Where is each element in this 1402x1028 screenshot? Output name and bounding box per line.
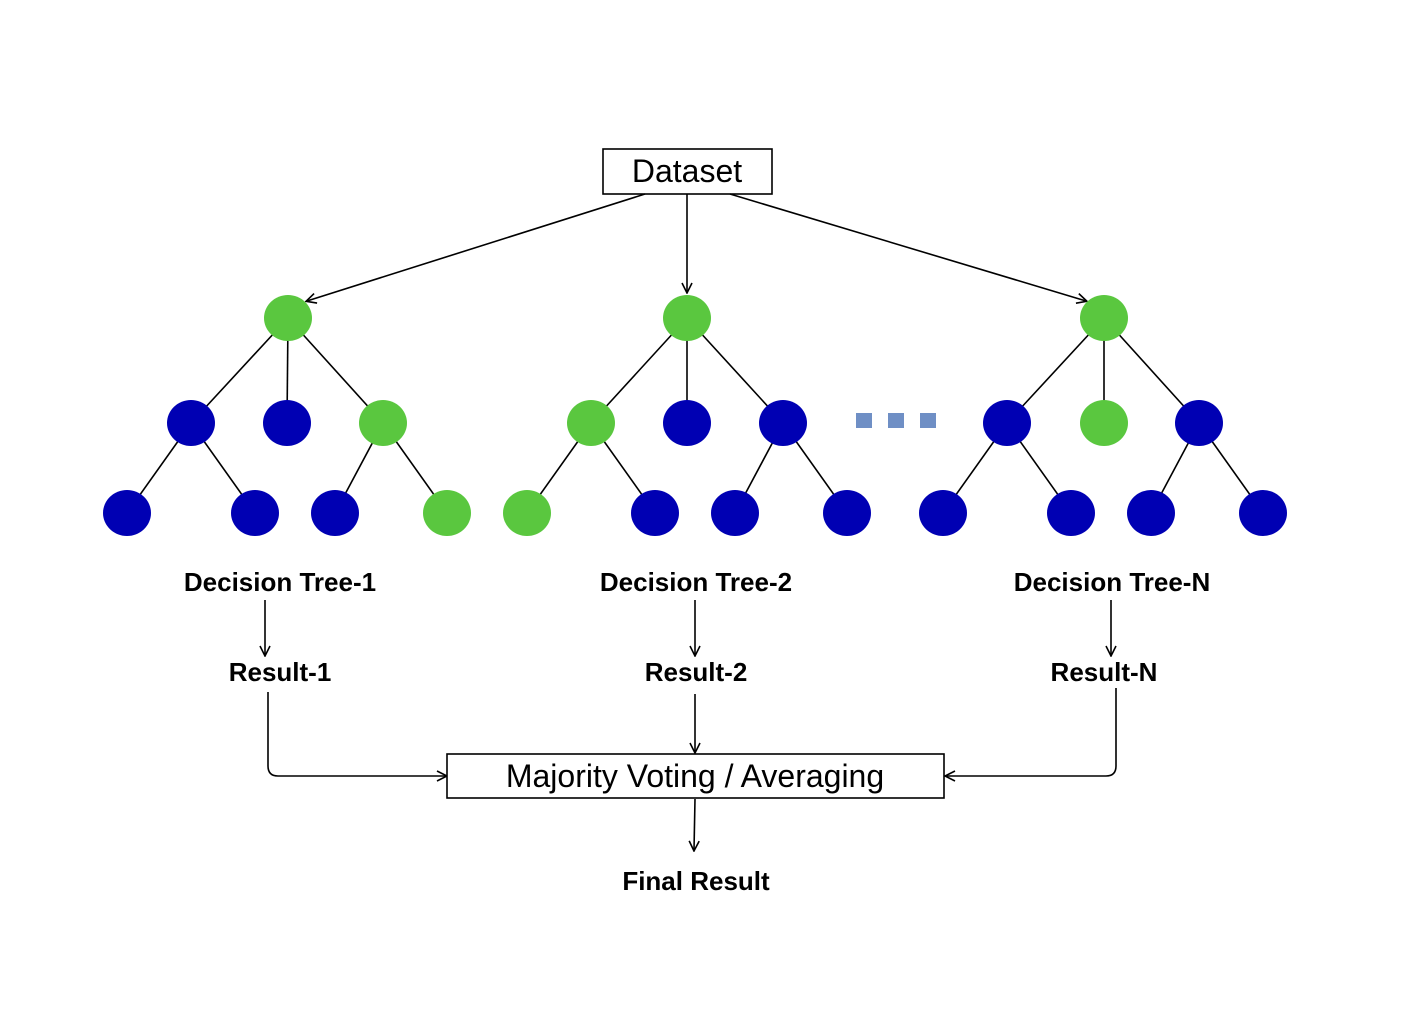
dataset-box [602,148,773,195]
dataset-to-tree-1-arrow [307,193,646,301]
tree-edge [686,317,784,424]
root-node-green [264,295,312,341]
result-1-to-aggregator-arrow [267,692,446,776]
branch-node-blue [1175,400,1223,446]
aggregator-box [446,753,945,799]
branch-node-blue [663,400,711,446]
dataset-label: Dataset [632,153,742,189]
final-result-label: Final Result [622,866,770,896]
branch-node-blue [759,400,807,446]
leaf-node-green [503,490,551,536]
decision-tree-2 [503,295,871,536]
tree-1-label: Decision Tree-1 [184,567,376,597]
leaf-node-blue [631,490,679,536]
leaf-node-blue [103,490,151,536]
aggregator-label: Majority Voting / Averaging [506,758,884,794]
branch-node-blue [983,400,1031,446]
result-1-label: Result-1 [229,657,332,687]
result-2-label: Result-2 [645,657,748,687]
tree-edge [190,317,289,424]
decision-tree-n [919,295,1287,536]
leaf-node-blue [1127,490,1175,536]
tree-n-label: Decision Tree-N [1014,567,1211,597]
leaf-node-blue [919,490,967,536]
leaf-node-blue [231,490,279,536]
branch-node-blue [167,400,215,446]
leaf-node-blue [1239,490,1287,536]
result-n-to-aggregator-arrow [946,688,1117,776]
aggregator-to-final-arrow [694,798,695,850]
tree-edge [590,317,688,424]
more-trees-ellipsis [856,413,936,428]
branch-node-green [1080,400,1128,446]
root-node-green [1080,295,1128,341]
branch-node-green [567,400,615,446]
tree-edge [1103,317,1200,424]
result-n-label: Result-N [1051,657,1158,687]
ellipsis-square [856,413,872,428]
dataset-to-tree-n-arrow [729,193,1086,301]
leaf-node-blue [823,490,871,536]
tree-2-label: Decision Tree-2 [600,567,792,597]
leaf-node-blue [1047,490,1095,536]
branch-node-blue [263,400,311,446]
ellipsis-square [920,413,936,428]
tree-edge [1006,317,1105,424]
ellipsis-square [888,413,904,428]
decision-tree-1 [103,295,471,536]
branch-node-green [359,400,407,446]
aggregator-node: Majority Voting / Averaging [446,753,945,799]
leaf-node-blue [311,490,359,536]
tree-edge [287,317,384,424]
leaf-node-green [423,490,471,536]
dataset-node: Dataset [602,148,773,195]
root-node-green [663,295,711,341]
leaf-node-blue [711,490,759,536]
